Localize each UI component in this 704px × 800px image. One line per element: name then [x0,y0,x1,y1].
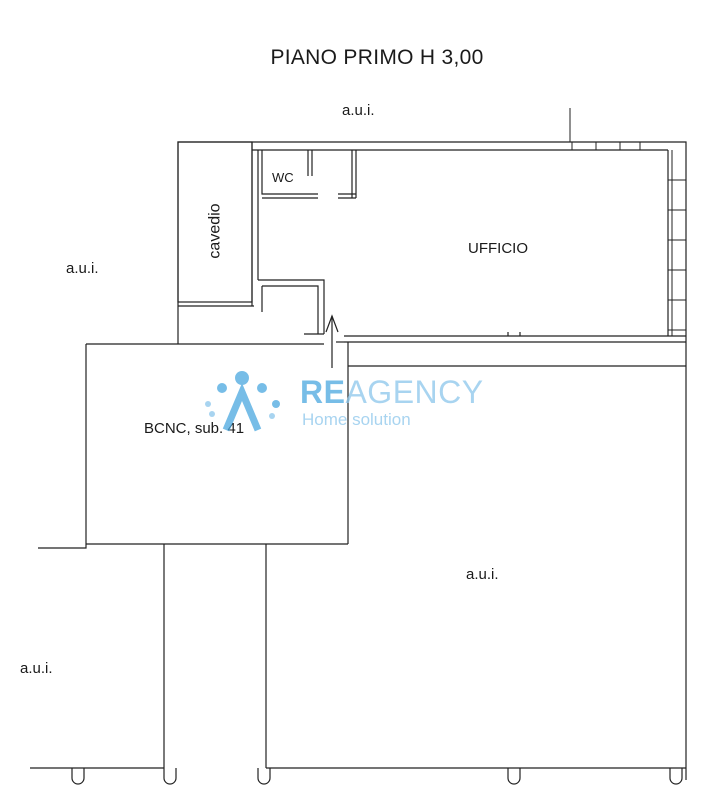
agency-brand-rest: AGENCY [345,374,484,410]
agency-brand: REAGENCY [300,374,484,411]
plan-title: PIANO PRIMO H 3,00 [270,46,484,69]
bottom-pillars [71,768,683,785]
outer-wall-top [177,141,687,366]
room-label-ufficio: UFFICIO [468,240,528,257]
aui-label-left: a.u.i. [66,260,99,277]
agency-tagline: Home solution [302,410,411,429]
room-label-wc: WC [272,170,294,185]
room-label-cavedio: cavedio [206,203,224,259]
aui-label-top: a.u.i. [342,102,375,119]
room-label-bcnc: BCNC, sub. 41 [144,420,245,437]
aui-label-right: a.u.i. [466,566,499,583]
top-windows [569,108,641,150]
agency-brand-bold: RE [300,374,346,410]
entry-arrow [325,314,339,368]
right-windows [668,150,686,336]
wc-walls [261,150,318,195]
aui-label-bottom-left: a.u.i. [20,660,53,677]
agency-logo-icon [205,371,280,432]
